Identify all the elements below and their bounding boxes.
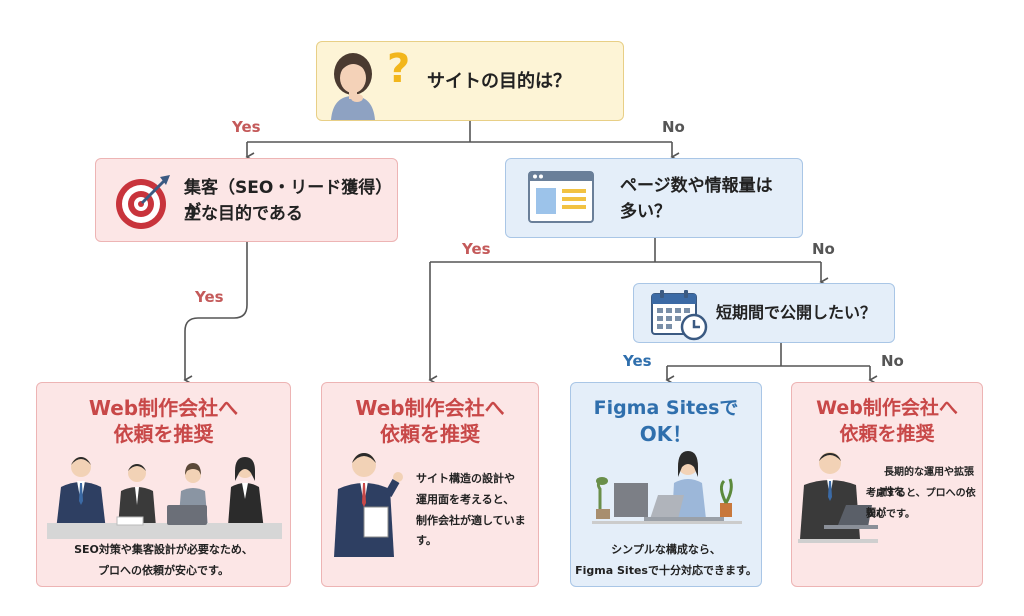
label-no-mid: No — [881, 352, 904, 370]
result2-title-line1: Web制作会社へ — [355, 396, 505, 420]
label-yes-right: Yes — [462, 240, 491, 258]
result1-desc-line2: プロへの依頼が安心です。 — [98, 564, 229, 577]
result4-title-line1: Web制作会社へ — [816, 397, 958, 419]
freelancer-laptop-illustration — [592, 451, 742, 524]
label-no-right: No — [812, 240, 835, 258]
result2-desc-line2: 運用面を考えると、 — [416, 493, 515, 506]
label-yes-root: Yes — [232, 118, 261, 136]
q-right-line1: ページ数や情報量は — [620, 176, 773, 196]
result2-desc-line3: 制作会社が適しています。 — [416, 514, 526, 547]
result2-title-line2: 依頼を推奨 — [380, 422, 480, 446]
result4-desc-line2: 考慮すると、プロへの依頼が — [866, 488, 976, 519]
business-meeting-illustration — [47, 457, 282, 539]
label-yes-left: Yes — [195, 288, 224, 306]
result4-desc-line1: 長期的な運用や拡張性を — [884, 467, 974, 498]
label-no-root: No — [662, 118, 685, 136]
result3-title-line2: OK！ — [639, 422, 693, 446]
q-mid-box: 短期間で公開したい？ — [633, 283, 895, 343]
result3-title-line1: Figma Sitesで — [593, 397, 739, 419]
result3-desc-line1: シンプルな構成なら、 — [611, 543, 721, 556]
consultant-illustration — [334, 453, 403, 557]
webpage-icon — [528, 171, 594, 223]
result2-desc-line1: サイト構造の設計や — [416, 472, 515, 485]
q-left-line1: 集客（SEO・リード獲得）が — [184, 178, 393, 222]
q-left-box: 集客（SEO・リード獲得）が 主な目的である — [95, 158, 398, 242]
question-mark-icon: ? — [387, 46, 411, 92]
q-mid-text: 短期間で公開したい？ — [716, 303, 877, 322]
thinking-person-icon — [331, 53, 375, 120]
result4-title-line2: 依頼を推奨 — [839, 423, 935, 445]
result4-desc-line3: 安心です。 — [866, 509, 915, 520]
target-icon — [116, 175, 170, 229]
q-right-box: ページ数や情報量は 多い？ — [505, 158, 803, 238]
result-box-1: Web制作会社へ 依頼を推奨 SEO対策や集客設計が必要なため、 プロへの依頼が… — [36, 382, 291, 587]
calendar-clock-icon — [651, 290, 708, 341]
result1-title-line1: Web制作会社へ — [88, 396, 239, 420]
result1-desc-line1: SEO対策や集客設計が必要なため、 — [74, 543, 253, 556]
root-question-box: ? サイトの目的は？ — [316, 41, 624, 121]
result1-title-line2: 依頼を推奨 — [113, 422, 214, 446]
result-box-3: Figma Sitesで OK！ シンプルな構成なら、 Figma Sitesで… — [570, 382, 762, 587]
result-box-2: Web制作会社へ 依頼を推奨 サイト構造の設計や 運用面を考えると、 制作会社が… — [321, 382, 539, 587]
label-yes-mid: Yes — [623, 352, 652, 370]
q-right-line2: 多い？ — [620, 202, 671, 222]
root-question-text: サイトの目的は？ — [427, 71, 571, 92]
q-left-line2: 主な目的である — [184, 204, 303, 224]
result3-desc-line2: Figma Sitesで十分対応できます。 — [575, 564, 757, 577]
thinking-businessman-illustration — [798, 452, 878, 543]
result-box-4: Web制作会社へ 依頼を推奨 長期的な運用や拡張性を 考慮すると、プロへの依頼が… — [791, 382, 983, 587]
arrow-left-to-result1 — [183, 242, 248, 385]
